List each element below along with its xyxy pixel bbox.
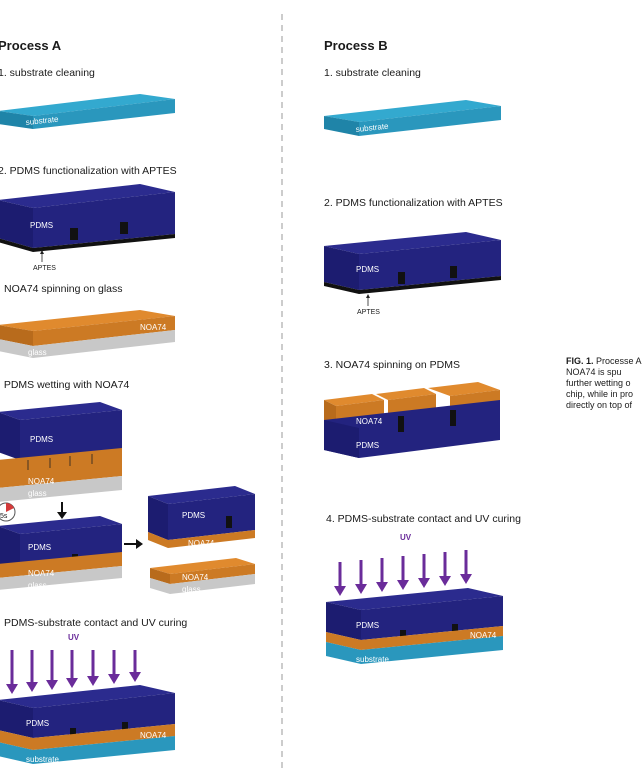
caption-fig-label: FIG. 1. [566, 356, 594, 366]
a4d-glass-label: glass [182, 585, 201, 594]
process-a-step4: . PDMS wetting with NOA74 [0, 379, 129, 391]
a2-pdms-label: PDMS [30, 221, 53, 230]
a4b-glass-label: glass [28, 581, 47, 590]
a4-separated-glass: NOA74 glass [150, 558, 255, 594]
a5-final-stack: PDMS NOA74 substrate [0, 685, 175, 764]
a5-uv-arrows [6, 650, 141, 694]
a5-noa-label: NOA74 [140, 731, 167, 740]
b4-substrate-label: substrate [356, 655, 389, 664]
a4d-noa-label: NOA74 [182, 573, 209, 582]
a4-contact-stack: PDMS NOA74 glass [0, 516, 122, 590]
b3-noa-on-pdms: NOA74 PDMS [324, 382, 500, 458]
a2-aptes-label: APTES [33, 265, 56, 272]
figure-caption: FIG. 1. Processe A, NOA74 is spu further… [566, 356, 642, 411]
a4-wetting-stack: PDMS NOA74 glass [0, 402, 122, 502]
a3-noa-on-glass: NOA74 glass [0, 310, 175, 358]
a4b-pdms-label: PDMS [28, 543, 51, 552]
process-a-step5: PDMS-substrate contact and UV curing [4, 617, 187, 629]
caption-text: Processe A, NOA74 is spu further wetting… [566, 356, 642, 410]
a1-substrate: substrate [0, 94, 175, 129]
a5-pdms-label: PDMS [26, 719, 49, 728]
timer-label: 5s [0, 513, 8, 520]
process-b-step3: 3. NOA74 spinning on PDMS [324, 359, 460, 371]
a4-separated-pdms: PDMS NOA74 [148, 486, 255, 548]
a2-pdms-block: PDMS [0, 184, 175, 252]
a3-glass-label: glass [28, 348, 47, 357]
process-b-step2: 2. PDMS functionalization with APTES [324, 197, 503, 209]
a5-uv-label: UV [68, 633, 80, 642]
a4c-pdms-label: PDMS [182, 511, 205, 520]
b2-pdms-block: PDMS [324, 232, 501, 294]
b4-noa-label: NOA74 [470, 631, 497, 640]
a5-substrate-label: substrate [26, 755, 59, 764]
process-b-step1: 1. substrate cleaning [324, 67, 421, 79]
a4b-noa-label: NOA74 [28, 569, 55, 578]
a4-glass-label: glass [28, 489, 47, 498]
process-a-title: Process A [0, 38, 62, 53]
a3-noa-label: NOA74 [140, 323, 167, 332]
timer-icon: 5s [0, 502, 16, 522]
b4-uv-label: UV [400, 533, 412, 542]
b2-aptes-label: APTES [357, 309, 380, 316]
a4-pdms-label: PDMS [30, 435, 53, 444]
process-b-title: Process B [324, 38, 388, 53]
b4-final-stack: PDMS NOA74 substrate [326, 588, 503, 664]
process-a-step3: NOA74 spinning on glass [4, 283, 123, 295]
b1-substrate-label: substrate [355, 122, 389, 134]
process-b-step4: 4. PDMS-substrate contact and UV curing [326, 513, 521, 525]
b1-substrate: substrate [324, 100, 501, 136]
b4-pdms-label: PDMS [356, 621, 379, 630]
process-a-step2: 2. PDMS functionalization with APTES [0, 165, 177, 177]
a1-substrate-label: substrate [25, 115, 59, 127]
a4-noa-label: NOA74 [28, 477, 55, 486]
b3-pdms-label: PDMS [356, 441, 379, 450]
b4-uv-arrows [334, 550, 472, 596]
b3-noa-label: NOA74 [356, 417, 383, 426]
b2-pdms-label: PDMS [356, 265, 379, 274]
a4c-noa-label: NOA74 [188, 539, 215, 548]
process-a-step1: 1. substrate cleaning [0, 67, 95, 79]
